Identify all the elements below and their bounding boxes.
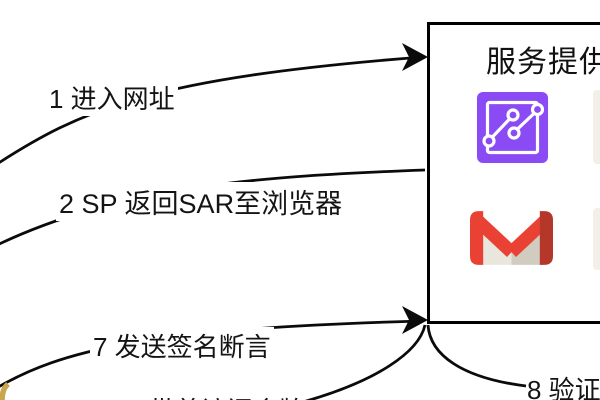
tan-corner-shape: [0, 381, 10, 400]
arrowhead-step1-icon: [402, 43, 428, 71]
clipped-app-icon: [593, 208, 600, 270]
gmail-icon: [470, 210, 553, 267]
corner-fanout-curve: [304, 324, 427, 400]
arrowhead-step7-icon: [402, 306, 428, 334]
label-bottom-partial: 带着访问令牌: [146, 391, 308, 400]
clipped-app-icon: [593, 90, 600, 164]
label-step1-enter-url: 1 进入网址: [46, 79, 178, 116]
label-step8-verify: 8 验证: [527, 375, 600, 400]
service-provider-box: 服务提供者: [427, 22, 600, 324]
arrow-step8-curve: [426, 324, 527, 388]
label-step7-send-signed-assertion: 7 发送签名断言: [90, 327, 274, 364]
service-provider-title: 服务提供者: [486, 46, 600, 79]
analytics-app-icon: [477, 92, 548, 163]
label-step2-sp-returns-sar: 2 SP 返回SAR至浏览器: [56, 182, 346, 221]
